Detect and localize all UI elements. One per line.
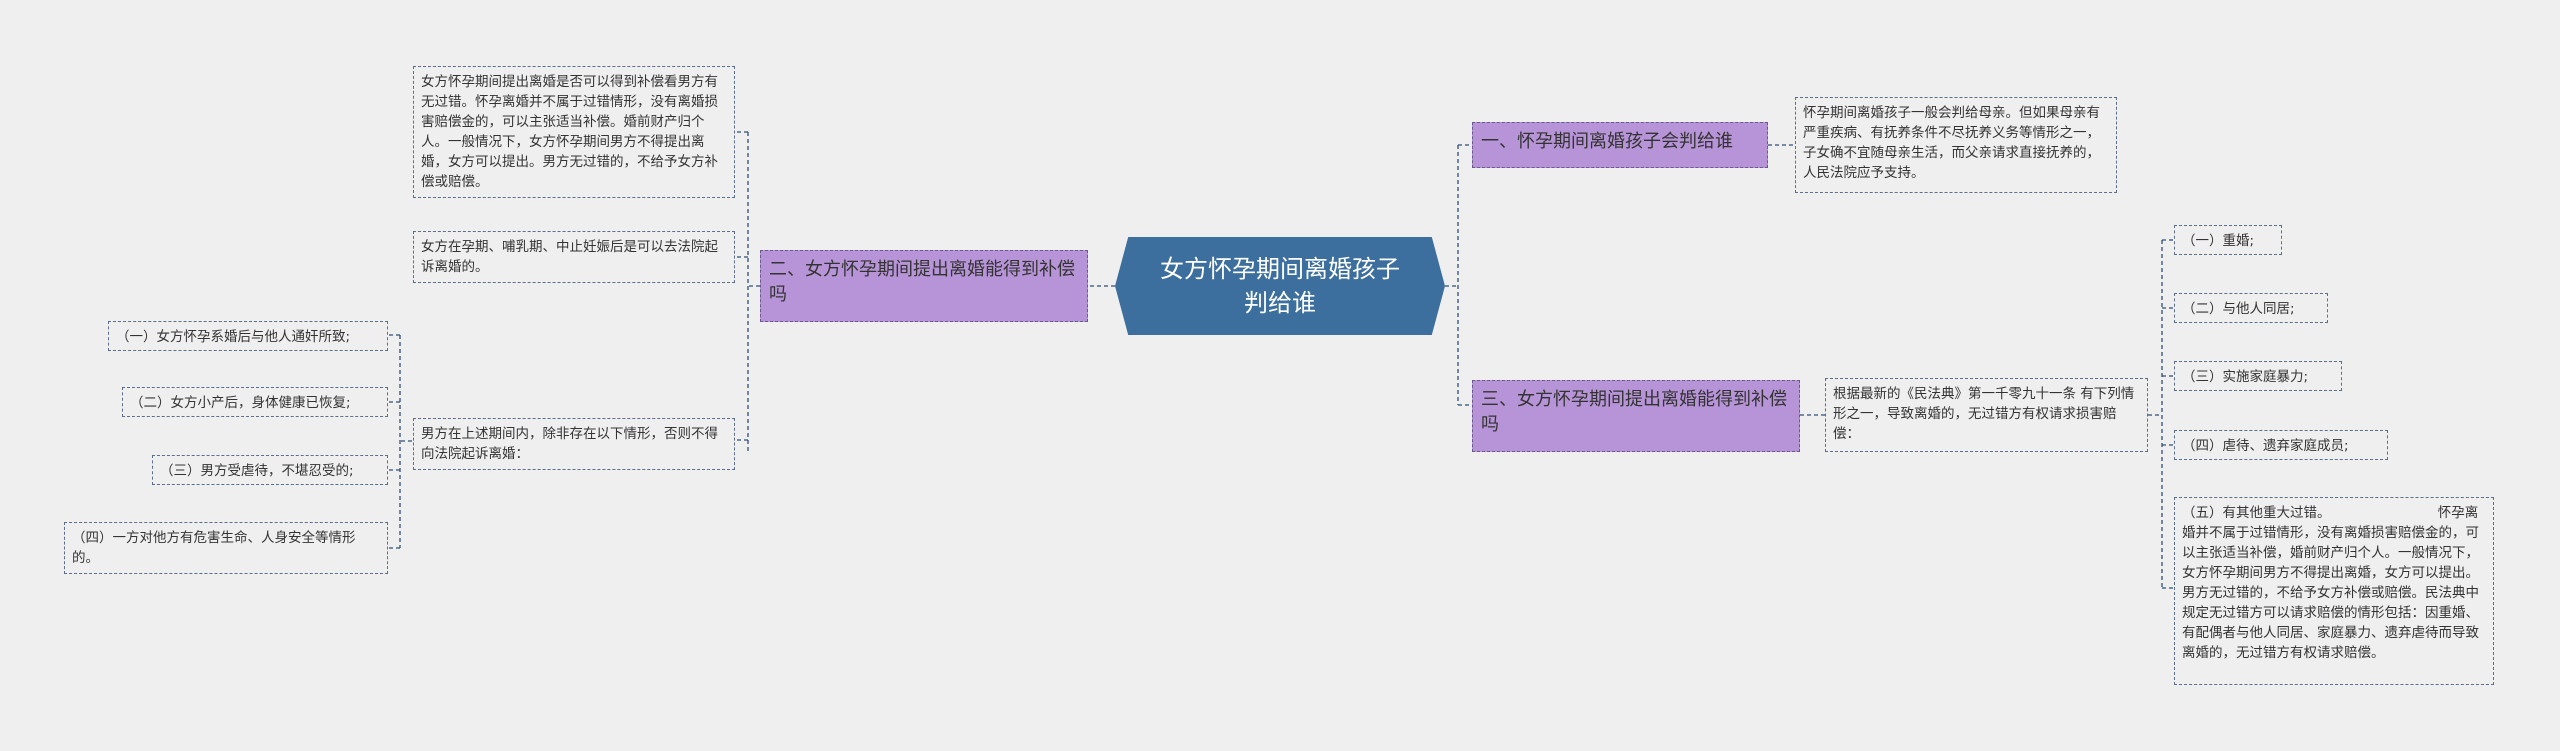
branch-1-label: 一、怀孕期间离婚孩子会判给谁 — [1481, 131, 1733, 152]
branch-1[interactable]: 一、怀孕期间离婚孩子会判给谁 — [1472, 122, 1768, 168]
branch-3-sub-3[interactable]: （三）实施家庭暴力; — [2174, 361, 2342, 391]
branch-2-leaf-b[interactable]: 女方在孕期、哺乳期、中止妊娠后是可以去法院起诉离婚的。 — [413, 231, 735, 283]
root-topic[interactable]: 女方怀孕期间离婚孩子判给谁 — [1115, 237, 1445, 335]
link-root-right — [1445, 144, 1472, 406]
branch-1-leaf[interactable]: 怀孕期间离婚孩子一般会判给母亲。但如果母亲有严重疾病、有抚养条件不尽抚养义务等情… — [1795, 97, 2117, 193]
branch-3[interactable]: 三、女方怀孕期间提出离婚能得到补偿吗 — [1472, 380, 1800, 452]
branch-2-sub-2[interactable]: （二）女方小产后，身体健康已恢复; — [122, 387, 388, 417]
branch-2-label: 二、女方怀孕期间提出离婚能得到补偿吗 — [769, 259, 1075, 305]
root-title: 女方怀孕期间离婚孩子判给谁 — [1160, 255, 1400, 317]
branch-2-sub-4[interactable]: （四）一方对他方有危害生命、人身安全等情形的。 — [64, 522, 388, 574]
branch-2-sub-3[interactable]: （三）男方受虐待，不堪忍受的; — [152, 455, 388, 485]
link-branch2-leaves — [735, 131, 760, 452]
branch-3-sub-4[interactable]: （四）虐待、遗弃家庭成员; — [2174, 430, 2388, 460]
branch-3-sub-5[interactable]: （五）有其他重大过错。 怀孕离婚并不属于过错情形，没有离婚损害赔偿金的，可以主张… — [2174, 497, 2494, 685]
branch-3-sub-2[interactable]: （二）与他人同居; — [2174, 293, 2328, 323]
branch-3-label: 三、女方怀孕期间提出离婚能得到补偿吗 — [1481, 389, 1787, 435]
branch-2-leaf-c[interactable]: 男方在上述期间内，除非存在以下情形，否则不得向法院起诉离婚： — [413, 418, 735, 470]
branch-2[interactable]: 二、女方怀孕期间提出离婚能得到补偿吗 — [760, 250, 1088, 322]
branch-2-leaf-a[interactable]: 女方怀孕期间提出离婚是否可以得到补偿看男方有无过错。怀孕离婚并不属于过错情形，没… — [413, 66, 735, 198]
link-branch3leaf-sub — [2148, 239, 2174, 589]
link-leafc-sub — [388, 334, 412, 549]
branch-2-sub-1[interactable]: （一）女方怀孕系婚后与他人通奸所致; — [108, 321, 388, 351]
branch-3-leaf[interactable]: 根据最新的《民法典》第一千零九十一条 有下列情形之一，导致离婚的，无过错方有权请… — [1825, 378, 2148, 452]
branch-3-sub-1[interactable]: （一）重婚; — [2174, 225, 2282, 255]
